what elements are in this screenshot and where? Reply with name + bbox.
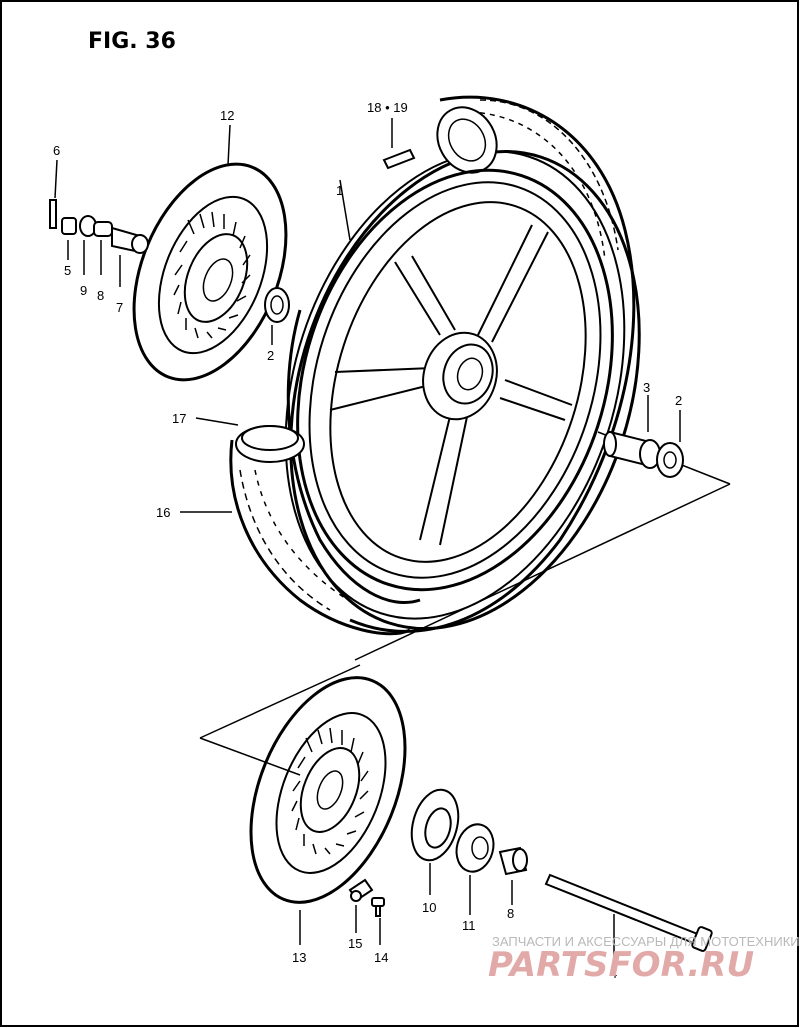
axle-parts-left-drawing (61, 215, 149, 254)
callout-17: 17 (172, 411, 186, 426)
callout-13: 13 (292, 950, 306, 965)
callout-9: 9 (80, 283, 87, 298)
callout-16: 16 (156, 505, 170, 520)
rim-drawing (286, 168, 614, 604)
callout-2b: 2 (675, 393, 682, 408)
figure-title: FIG. 36 (88, 29, 176, 54)
callout-8a: 8 (97, 288, 104, 303)
watermark: ЗАПЧАСТИ И АКСЕССУАРЫ ДЛЯ МОТОТЕХНИКИ PA… (488, 934, 800, 985)
tire-drawing (229, 95, 641, 636)
callout-8b: 8 (507, 906, 514, 921)
bolt-14-drawing (371, 897, 385, 917)
callout-10: 10 (422, 900, 436, 915)
callout-15: 15 (348, 936, 362, 951)
projection-line (354, 483, 731, 661)
callout-1: 1 (336, 183, 343, 198)
gear-box-10-drawing (410, 788, 460, 862)
valve-18-19-drawing (382, 148, 416, 170)
callout-18-19: 18 • 19 (367, 100, 408, 115)
callout-11: 11 (462, 918, 476, 933)
callout-12: 12 (220, 108, 234, 123)
callout-6: 6 (53, 143, 60, 158)
callout-4: 4 (610, 966, 617, 981)
callout-7: 7 (116, 300, 123, 315)
leader-lines (54, 118, 681, 960)
tube-cap-17-drawing (235, 425, 305, 463)
bolt-6-drawing (49, 199, 57, 229)
callout-3: 3 (643, 380, 650, 395)
watermark-caption: ЗАПЧАСТИ И АКСЕССУАРЫ ДЛЯ МОТОТЕХНИКИ (492, 934, 800, 949)
seal-2-left-drawing (264, 287, 290, 323)
callout-14: 14 (374, 950, 388, 965)
brake-disc-lower-drawing (199, 664, 407, 904)
axle-4-drawing (544, 873, 713, 952)
brake-disc-upper-drawing (132, 162, 288, 382)
callout-labels: 6 5 9 8 7 12 2 1 18 • 19 3 2 17 16 13 15… (53, 100, 682, 981)
lock-washer-15-drawing (348, 878, 374, 902)
callout-2a: 2 (267, 348, 274, 363)
spacer-8-right-drawing (498, 846, 528, 876)
speedometer-gear-11-drawing (455, 823, 495, 873)
callout-5: 5 (64, 263, 71, 278)
right-spacer-seal-drawing (603, 430, 684, 478)
watermark-logo: PARTSFOR.RU (488, 945, 754, 985)
